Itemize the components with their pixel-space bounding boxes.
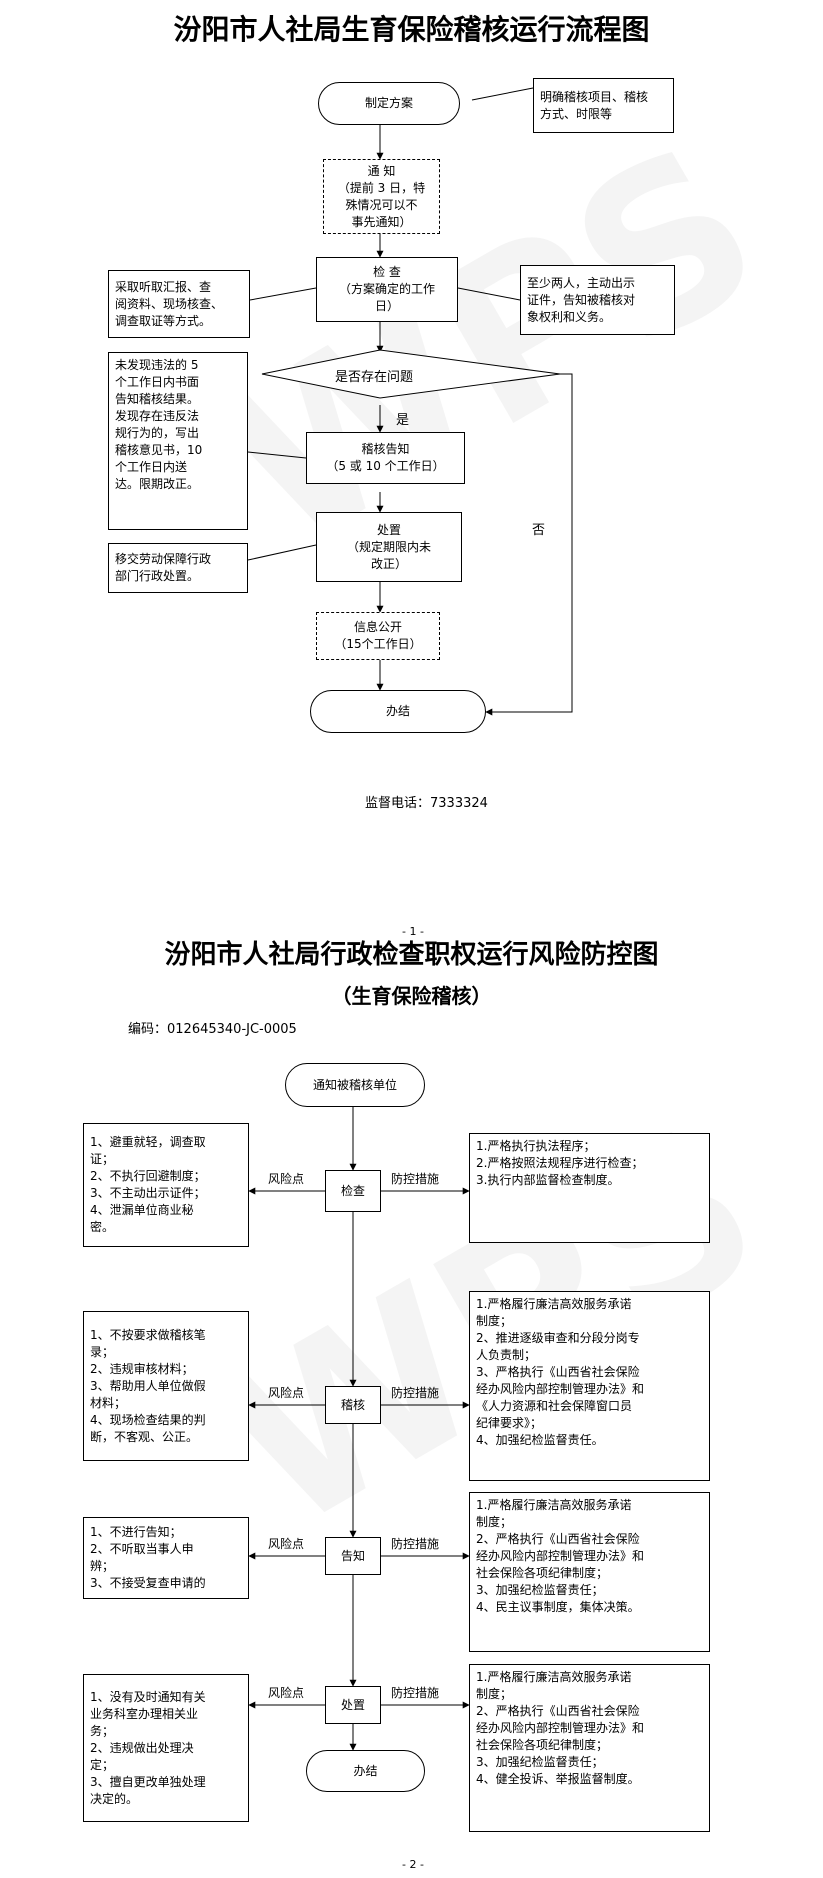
stage-inform: 告知 <box>325 1537 381 1575</box>
label-yes: 是 <box>396 413 410 428</box>
page2-subtitle: （生育保险稽核） <box>331 984 492 1008</box>
node-check-method: 采取听取汇报、查 阅资料、现场核查、 调查取证等方式。 <box>108 270 250 338</box>
node-publish: 信息公开 （15个工作日） <box>316 612 440 660</box>
node-end-2: 办结 <box>306 1750 425 1792</box>
control-label: 防控措施 <box>391 1686 440 1700</box>
page2-title: 汾阳市人社局行政检查职权运行风险防控图 <box>164 940 659 970</box>
risk-box-check: 1、避重就轻，调查取 证； 2、不执行回避制度； 3、不主动出示证件； 4、泄漏… <box>83 1123 249 1247</box>
risk-label: 风险点 <box>268 1172 305 1186</box>
node-handle: 处置 （规定期限内未 改正） <box>316 512 462 582</box>
node-end: 办结 <box>310 690 486 733</box>
supervision-phone: 监督电话：7333324 <box>365 796 488 811</box>
stage-check: 检查 <box>325 1170 381 1212</box>
risk-label: 风险点 <box>268 1537 305 1551</box>
page1-number: - 1 - <box>402 925 424 938</box>
risk-box-inform: 1、不进行告知； 2、不听取当事人申 辨； 3、不接受复查申请的 <box>83 1517 249 1599</box>
node-handle-note: 移交劳动保障行政 部门行政处置。 <box>108 543 248 593</box>
stage-audit: 稽核 <box>325 1386 381 1424</box>
risk-box-handle: 1、没有及时通知有关 业务科室办理相关业 务； 2、违规做出处理决 定； 3、擅… <box>83 1674 249 1822</box>
control-label: 防控措施 <box>391 1537 440 1551</box>
control-label: 防控措施 <box>391 1172 440 1186</box>
risk-label: 风险点 <box>268 1686 305 1700</box>
node-check: 检 查 （方案确定的工作 日） <box>316 257 458 322</box>
node-plan: 制定方案 <box>318 82 460 125</box>
node-inform: 稽核告知 （5 或 10 个工作日） <box>306 432 465 484</box>
label-no: 否 <box>532 523 546 538</box>
node-result-note: 未发现违法的 5 个工作日内书面 告知稽核结果。 发现存在违反法 规行为的，写出… <box>108 352 248 530</box>
node-plan-note: 明确稽核项目、稽核 方式、时限等 <box>533 78 674 133</box>
page2-number: - 2 - <box>402 1858 424 1871</box>
risk-box-audit: 1、不按要求做稽核笔 录； 2、违规审核材料； 3、帮助用人单位做假 材料； 4… <box>83 1311 249 1461</box>
control-box-handle: 1.严格履行廉洁高效服务承诺 制度； 2、严格执行《山西省社会保险 经办风险内部… <box>469 1664 710 1832</box>
risk-label: 风险点 <box>268 1386 305 1400</box>
node-check-requirement: 至少两人，主动出示 证件，告知被稽核对 象权利和义务。 <box>520 265 675 335</box>
page1-title: 汾阳市人社局生育保险稽核运行流程图 <box>173 13 650 46</box>
decision-diamond <box>261 349 561 399</box>
node-start: 通知被稽核单位 <box>285 1063 425 1107</box>
control-box-audit: 1.严格履行廉洁高效服务承诺 制度； 2、推进逐级审查和分段分岗专 人负责制； … <box>469 1291 710 1481</box>
decision-label: 是否存在问题 <box>335 370 414 385</box>
control-box-inform: 1.严格履行廉洁高效服务承诺 制度； 2、严格执行《山西省社会保险 经办风险内部… <box>469 1492 710 1652</box>
document-code: 编码：012645340-JC-0005 <box>128 1022 297 1037</box>
node-notice: 通 知 （提前 3 日，特 殊情况可以不 事先通知） <box>323 159 440 234</box>
control-box-check: 1.严格执行执法程序； 2.严格按照法规程序进行检查； 3.执行内部监督检查制度… <box>469 1133 710 1243</box>
control-label: 防控措施 <box>391 1386 440 1400</box>
stage-handle: 处置 <box>325 1686 381 1724</box>
